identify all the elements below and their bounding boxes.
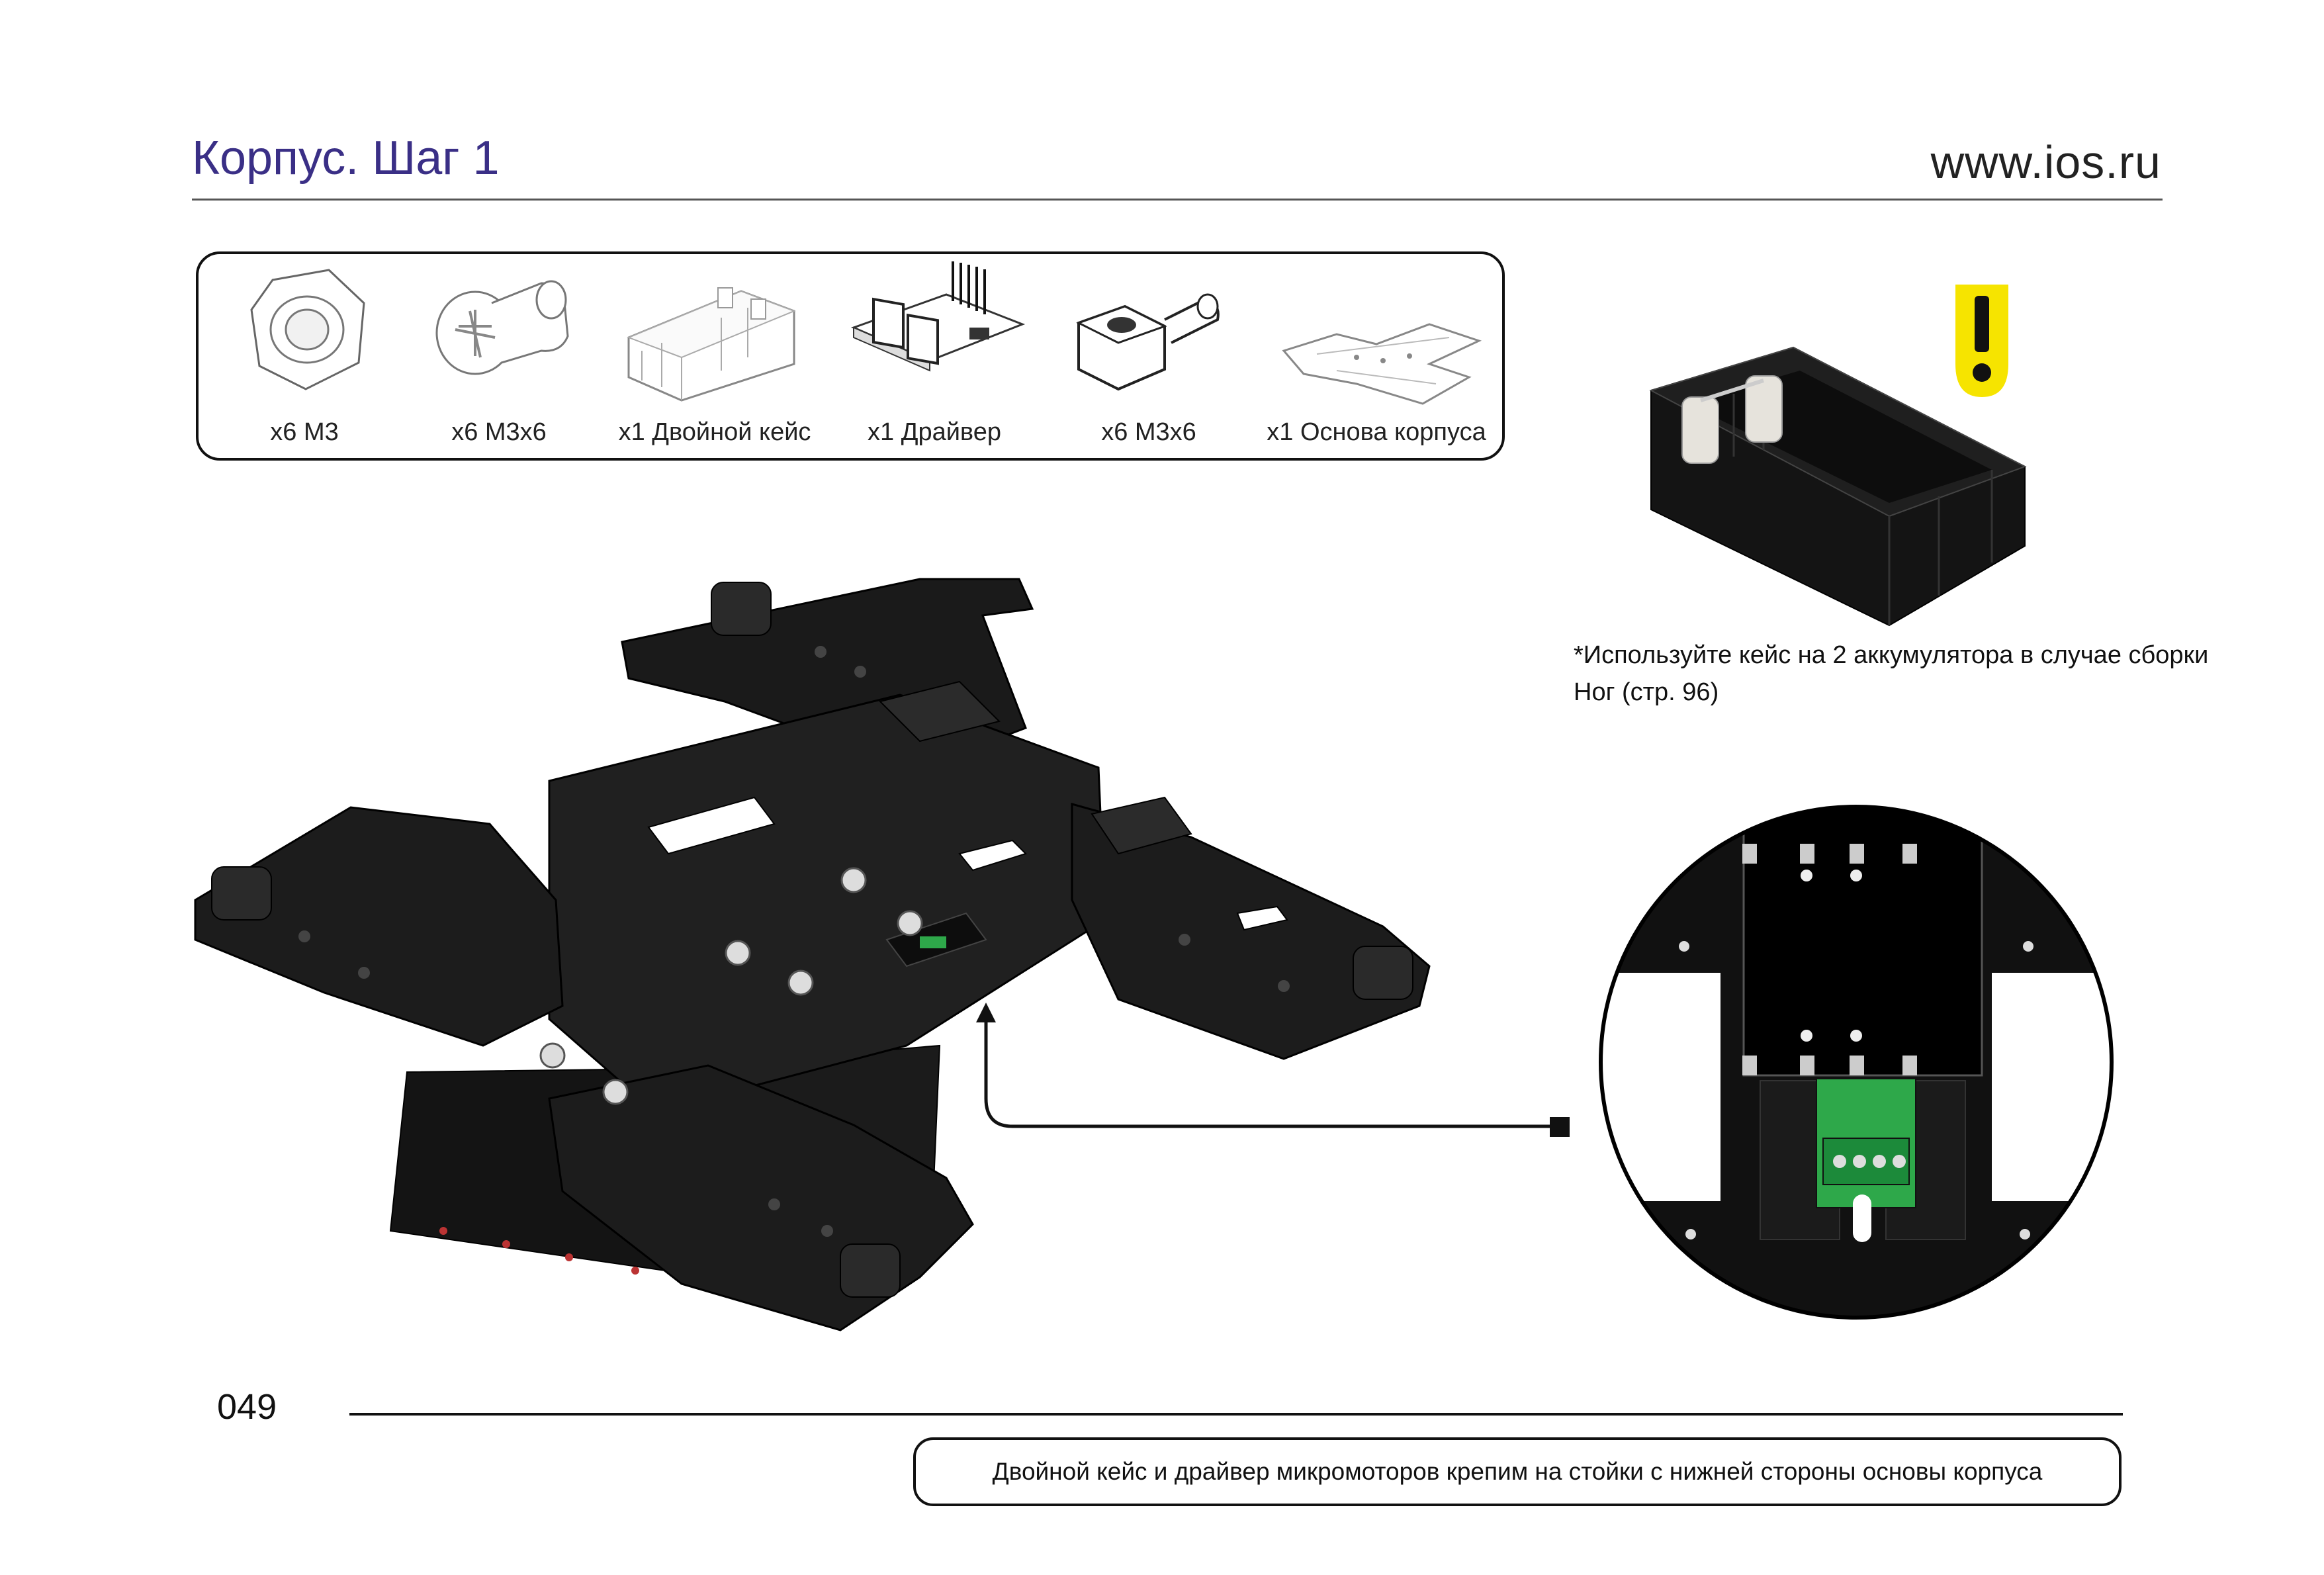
motor-driver-icon	[850, 261, 1026, 372]
dual-battery-case-icon	[627, 287, 796, 402]
page-number: 049	[217, 1387, 277, 1427]
part-label: x1 Драйвер	[868, 418, 1001, 446]
step-caption-text: Двойной кейс и драйвер микромоторов креп…	[992, 1458, 2043, 1485]
part-label: x1 Двойной кейс	[618, 418, 811, 446]
header-divider	[192, 199, 2163, 201]
chassis-base-icon	[1282, 323, 1482, 405]
part-label: x6 M3	[270, 418, 339, 446]
site-url: www.ios.ru	[1930, 136, 2161, 188]
part-label: x6 M3x6	[451, 418, 547, 446]
chassis-assembly-render	[194, 578, 1431, 1331]
note-text: *Используйте кейс на 2 аккумулятора в сл…	[1574, 641, 2209, 706]
page-title: Корпус. Шаг 1	[192, 132, 500, 185]
part-label: x6 M3x6	[1101, 418, 1196, 446]
part-label: x1 Основа корпуса	[1267, 418, 1486, 446]
step-caption: Двойной кейс и драйвер микромоторов креп…	[913, 1437, 2122, 1506]
footer-divider	[349, 1413, 2123, 1416]
countersunk-screw-icon	[435, 280, 569, 375]
detail-zoom-view	[1599, 805, 2114, 1320]
nut-icon	[250, 269, 365, 390]
dual-battery-case-render	[1649, 346, 2027, 627]
warning-exclamation-icon	[1955, 285, 2008, 397]
standoff-icon	[1076, 293, 1220, 391]
detail-pointer-arrow	[976, 1003, 1570, 1137]
parts-list-panel	[196, 251, 1505, 461]
